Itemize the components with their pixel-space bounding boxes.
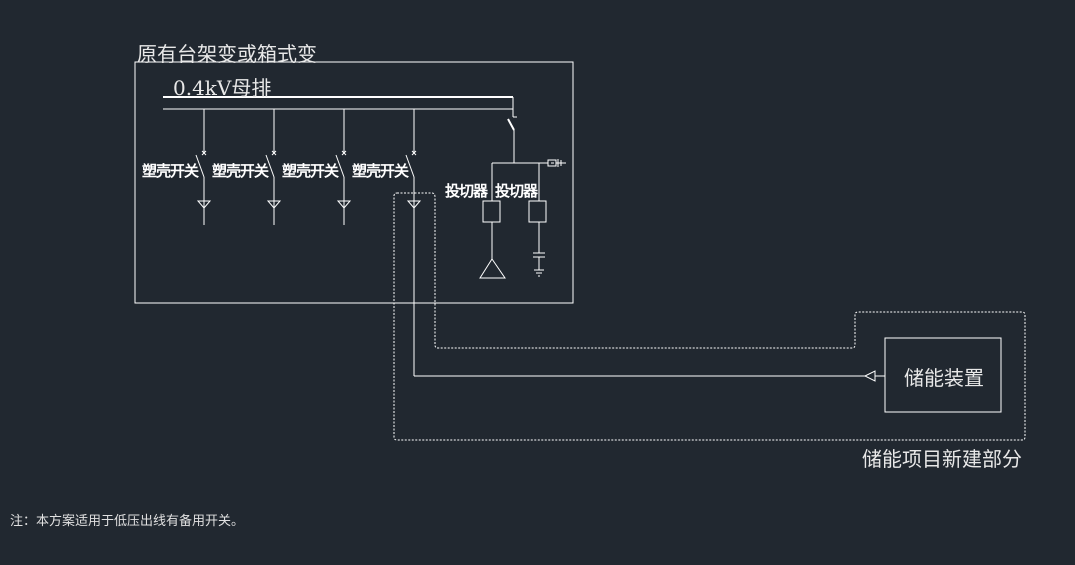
footnote: 注：本方案适用于低压出线有备用开关。 (10, 514, 245, 529)
mccb-label: 塑壳开关 (212, 162, 269, 180)
busbar-label: 0.4kV母排 (173, 76, 272, 100)
switcher-label: 投切器 (495, 182, 538, 200)
switcher-label: 投切器 (445, 182, 488, 200)
mccb-label: 塑壳开关 (142, 162, 199, 180)
feeder-branches (195, 109, 422, 225)
feeder-branch-4 (405, 109, 422, 209)
delta-capacitor-icon (479, 258, 506, 279)
storage-device-box (884, 337, 1002, 413)
feeder-branch-3 (335, 109, 352, 225)
switcher-branch (479, 97, 566, 279)
existing-transformer-frame (134, 61, 574, 304)
new-construction-boundary (393, 192, 1026, 441)
switcher-box-1 (482, 200, 501, 223)
feeder-branch-1 (195, 109, 212, 225)
storage-device-label: 储能装置 (904, 366, 984, 390)
new-construction-label: 储能项目新建部分 (862, 447, 1022, 471)
existing-transformer-label: 原有台架变或箱式变 (137, 42, 317, 66)
mccb-label: 塑壳开关 (282, 162, 339, 180)
cable-arrow-icon (863, 370, 876, 382)
feeder-branch-2 (265, 109, 282, 225)
switcher-box-2 (528, 200, 547, 223)
mccb-label: 塑壳开关 (352, 162, 409, 180)
